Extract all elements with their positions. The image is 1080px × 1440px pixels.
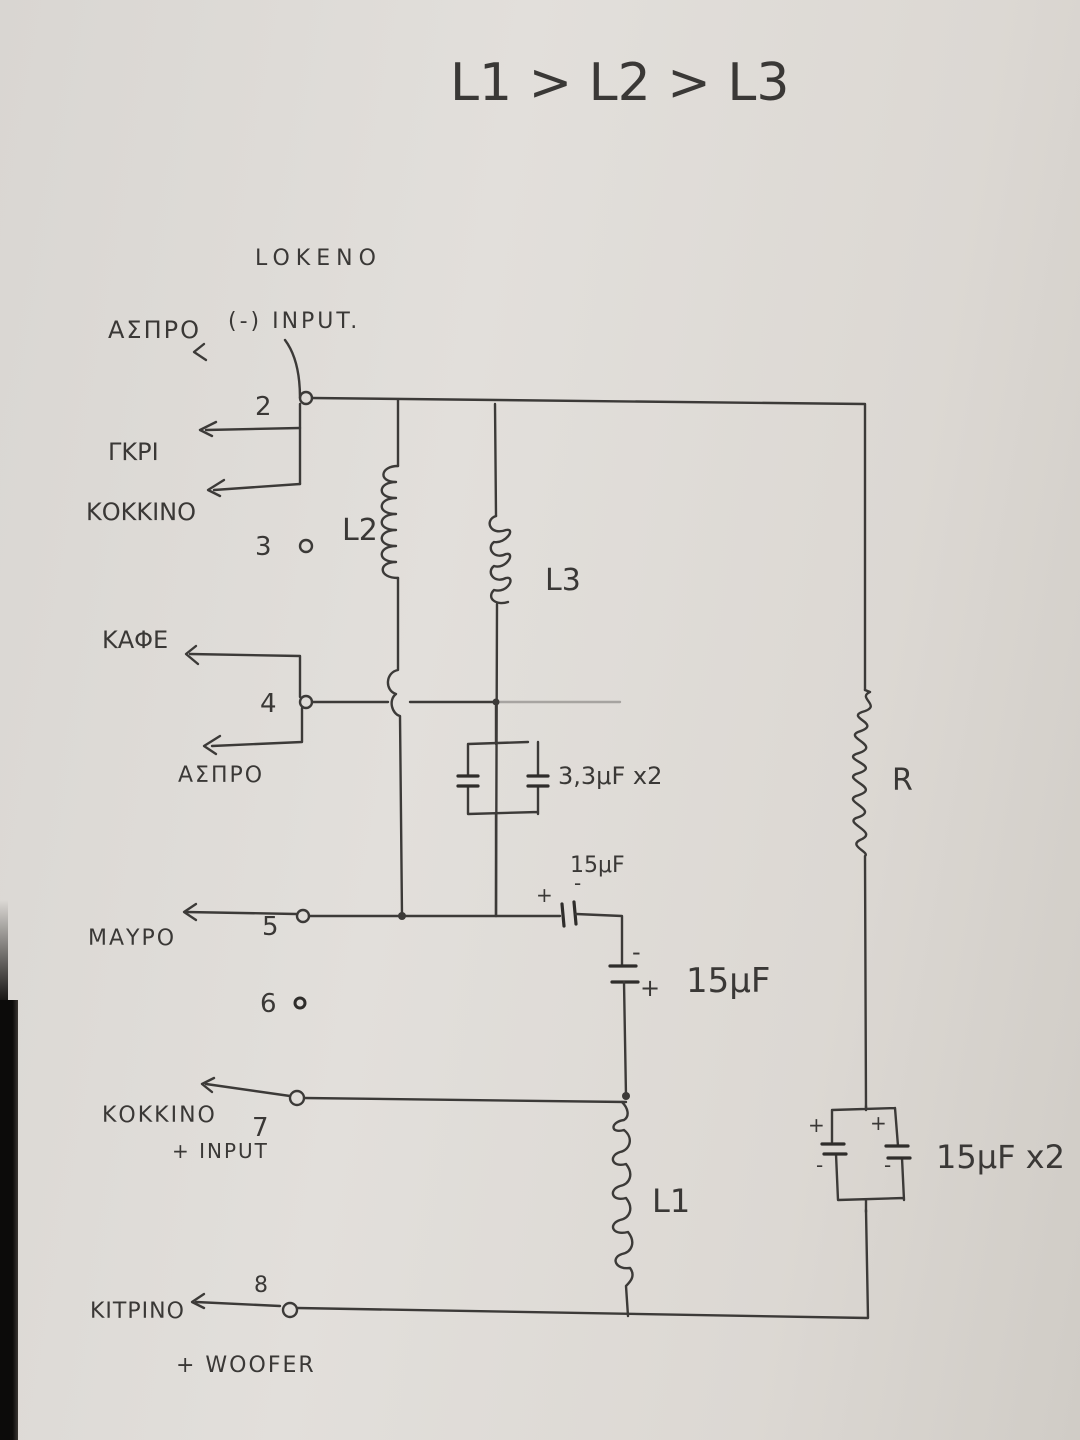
rail-8 xyxy=(295,1208,870,1320)
arrow-gkri xyxy=(198,420,218,438)
c-series-vertical-label: 15μF xyxy=(686,961,770,1001)
terminal-3 xyxy=(298,538,314,554)
l3-label: L3 xyxy=(545,563,581,598)
junction-l3-node xyxy=(492,698,500,706)
c-large-right-plus: + xyxy=(870,1111,887,1135)
c-small-label: 3,3μF x2 xyxy=(558,762,662,790)
c-large-left-minus: - xyxy=(816,1153,823,1177)
arrow-aspro-4 xyxy=(202,734,222,756)
l1-inductor-icon xyxy=(611,1100,634,1318)
rail-7 xyxy=(302,1096,628,1104)
c-series-top-icon xyxy=(560,900,578,928)
terminal-8-note: + WOOFER xyxy=(176,1353,316,1378)
wire-kitrino xyxy=(194,1300,282,1308)
arrow-aspro-2 xyxy=(192,342,208,362)
terminal-4 xyxy=(298,694,314,710)
wire-aspro-4 xyxy=(210,706,304,748)
wire-label-aspro-2: ΑΣΠΡΟ xyxy=(108,316,201,344)
arrow-kokkino-2 xyxy=(206,478,226,498)
l2-inductor-icon xyxy=(380,464,400,580)
l2-label: L2 xyxy=(342,513,378,548)
c-series-vertical-minus: - xyxy=(632,938,641,966)
arrow-mayro xyxy=(182,902,198,922)
wire-label-mayro: ΜΑΥΡΟ xyxy=(88,926,176,951)
arrow-kitrino xyxy=(190,1292,206,1310)
title-inequality: L1 > L2 > L3 xyxy=(450,53,789,113)
wire-label-kokkino-7: ΚΟΚΚΙΝΟ xyxy=(102,1103,217,1128)
wire-aspro-2 xyxy=(283,338,302,400)
terminal-7-note: + INPUT xyxy=(172,1139,269,1163)
c-large-left-icon xyxy=(820,1142,848,1156)
terminal-7-number: 7 xyxy=(252,1113,269,1143)
c-series-top-minus: - xyxy=(574,871,581,895)
resistor-label: R xyxy=(892,763,913,798)
l2-lead-bottom xyxy=(386,576,404,918)
top-rail xyxy=(310,396,867,692)
terminal-8 xyxy=(281,1301,299,1319)
c-small-right-icon xyxy=(526,774,550,788)
c-large-left-plus: + xyxy=(808,1113,825,1137)
wire-label-gkri: ΓΚΡΙ xyxy=(108,438,159,466)
terminal-7 xyxy=(288,1089,306,1107)
input-note: (-) INPUT. xyxy=(228,309,360,334)
table-edge xyxy=(0,1000,18,1440)
paper-shadow xyxy=(0,900,8,1000)
terminal-5 xyxy=(295,908,311,924)
junction-l1-top xyxy=(622,1092,630,1100)
junction-l2-rail xyxy=(398,912,406,920)
l1-label: L1 xyxy=(652,1182,690,1220)
c-series-top-plus: + xyxy=(536,883,553,907)
wire-label-kokkino-2: ΚΟΚΚΙΝΟ xyxy=(86,498,196,526)
resistor-r-icon xyxy=(851,688,872,1112)
terminal-2-number: 2 xyxy=(255,392,272,422)
wire-kokkino-7 xyxy=(204,1082,292,1098)
c-series-top-label: 15μF xyxy=(570,853,625,878)
c-large-right-minus: - xyxy=(884,1153,891,1177)
c-series-vertical-plus: + xyxy=(640,974,660,1002)
terminal-3-number: 3 xyxy=(255,532,272,562)
wire-kafe xyxy=(188,652,302,699)
c-large-label: 15μF x2 xyxy=(936,1138,1065,1176)
c-small-left-icon xyxy=(456,774,480,788)
lokeno-label: LOKENO xyxy=(255,246,382,271)
c-small-pair-wiring xyxy=(466,704,540,918)
wire-gkri xyxy=(204,426,302,432)
arrow-kafe xyxy=(184,644,200,666)
wire-kokkino-2 xyxy=(212,482,302,492)
terminal-4-number: 4 xyxy=(260,689,277,719)
c-large-right-icon xyxy=(884,1144,912,1160)
c-series-vertical-icon xyxy=(608,964,640,984)
terminal-6 xyxy=(293,996,307,1010)
wire-label-kafe: ΚΑΦΕ xyxy=(102,626,168,654)
c-large-pair-wiring xyxy=(830,1104,906,1214)
terminal-2 xyxy=(298,390,314,406)
wire-label-kitrino: ΚΙΤΡΙΝΟ xyxy=(90,1299,185,1324)
terminal-8-number: 8 xyxy=(254,1273,268,1298)
wire-mayro xyxy=(184,910,298,916)
arrow-kokkino-7 xyxy=(200,1076,216,1094)
terminal-6-number: 6 xyxy=(260,989,277,1019)
l3-inductor-icon xyxy=(488,514,512,605)
l3-lead-top xyxy=(493,402,498,518)
wire-c-series-vertical xyxy=(622,980,628,1098)
wire-c-series-top xyxy=(574,912,624,968)
terminal-5-number: 5 xyxy=(262,912,279,942)
wire-label-aspro-4: ΑΣΠΡΟ xyxy=(178,763,264,788)
